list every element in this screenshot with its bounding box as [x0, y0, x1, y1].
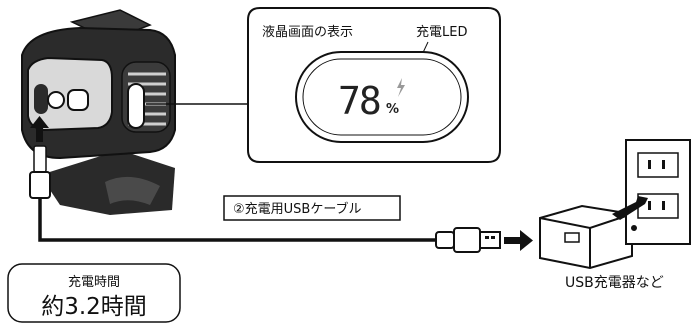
clip-jaw	[105, 176, 160, 205]
battery-unit: %	[386, 102, 399, 117]
led-label: 充電LED	[416, 24, 467, 40]
usb-cable	[38, 198, 436, 242]
power-button	[47, 91, 65, 109]
cable-label: ②充電用USBケーブル	[233, 201, 362, 217]
port-slot	[34, 84, 48, 114]
usb-charger	[539, 204, 633, 270]
charger-label: USB充電器など	[565, 275, 664, 291]
charge-time-value: 約3.2時間	[41, 294, 147, 320]
plug-in-outlet-arrow	[612, 196, 648, 220]
lightning-icon	[397, 78, 405, 97]
mode-button	[67, 89, 89, 111]
cable-plug-device	[29, 145, 51, 199]
lcd-display-inner	[302, 58, 462, 136]
battery-value: 78	[338, 79, 380, 123]
usb-port	[564, 232, 580, 243]
plug-in-arrow	[30, 116, 49, 142]
connect-arrow	[504, 230, 533, 251]
screen-label: 液晶画面の表示	[262, 25, 353, 40]
lcd-window	[127, 83, 145, 129]
handheld-fan-device	[21, 9, 176, 215]
charge-time-title: 充電時間	[68, 274, 120, 290]
usb-a-plug	[435, 227, 501, 253]
wall-outlet	[625, 139, 691, 245]
charge-time-badge	[7, 263, 181, 323]
cable-label-box	[223, 195, 401, 221]
